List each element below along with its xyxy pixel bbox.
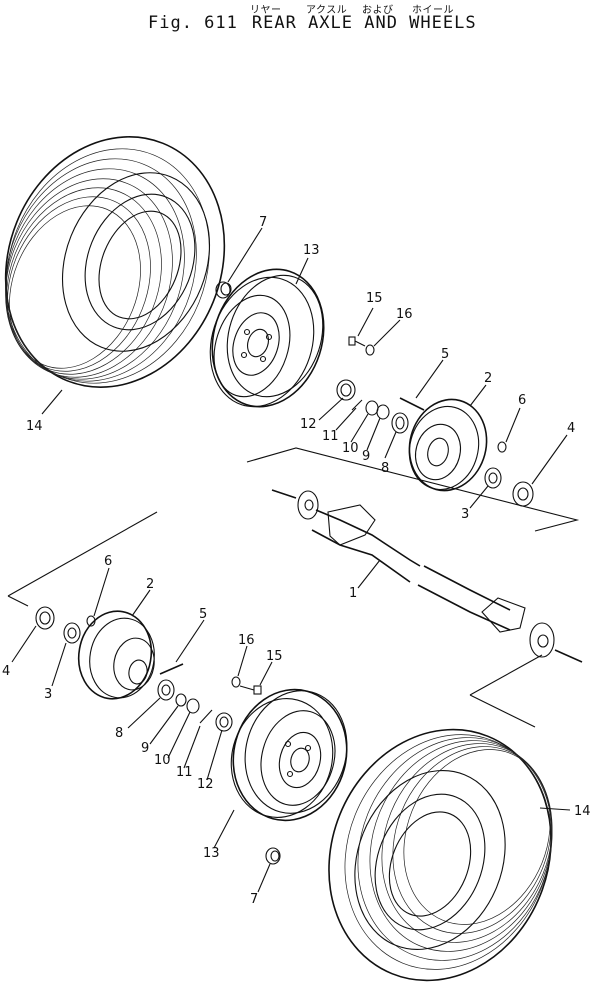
tire-bottom-right [328, 728, 553, 982]
callout-3-top: 3 [461, 507, 469, 522]
stud-bottom [159, 663, 184, 675]
callout-16-bottom: 16 [238, 633, 255, 648]
bearing-parts-top [484, 441, 534, 507]
bolt-washer-top [348, 336, 375, 356]
callout-12-bottom: 12 [197, 777, 214, 792]
callout-5-top: 5 [441, 347, 449, 362]
figure-caption: REAR AXLE AND WHEELS [251, 13, 477, 33]
callout-7-bottom: 7 [250, 892, 258, 907]
rim-bottom [230, 688, 348, 822]
callout-11-top: 11 [322, 429, 339, 444]
callout-8-bottom: 8 [115, 726, 123, 741]
kana-axle: アクスル [306, 5, 348, 16]
callout-10-top: 10 [342, 441, 359, 456]
callout-4-top: 4 [567, 421, 575, 436]
callout-16-top: 16 [396, 307, 413, 322]
callout-13-bottom: 13 [203, 846, 220, 861]
callout-5-bottom: 5 [199, 607, 207, 622]
callout-13-top: 13 [303, 243, 320, 258]
figure-header: リヤー アクスル および ホイール Fig. 611 REAR AXLE AND … [0, 0, 603, 40]
nut-top [215, 281, 232, 299]
callout-9-top: 9 [362, 449, 370, 464]
rear-axle [7, 447, 583, 728]
callout-2-bottom: 2 [146, 577, 154, 592]
nut-bottom [265, 847, 281, 865]
figure-title: Fig. 611 REAR AXLE AND WHEELS [148, 13, 477, 33]
callout-1: 1 [349, 586, 357, 601]
stud-top [399, 397, 425, 411]
callout-2-top: 2 [484, 371, 492, 386]
callout-14-bottom: 14 [574, 804, 591, 819]
rim-top [209, 268, 325, 408]
kana-and: および [362, 5, 394, 16]
hub-bottom [77, 610, 155, 700]
leader-lines [11, 227, 571, 893]
tire-top-left [4, 136, 226, 388]
callout-14-top: 14 [26, 419, 43, 434]
callout-6-top: 6 [518, 393, 526, 408]
callout-4-bottom: 4 [2, 664, 10, 679]
callout-11-bottom: 11 [176, 765, 193, 780]
callout-3-bottom: 3 [44, 687, 52, 702]
small-parts-bottom [157, 679, 233, 732]
kana-rear: リヤー [250, 5, 282, 16]
callout-9-bottom: 9 [141, 741, 149, 756]
callout-8-top: 8 [381, 461, 389, 476]
callout-10-bottom: 10 [154, 753, 171, 768]
bearing-parts-bottom [35, 606, 96, 644]
callout-labels: 7 13 14 15 16 5 2 12 11 10 9 8 6 3 4 1 6… [2, 215, 591, 907]
small-parts-top [336, 379, 409, 434]
callout-6-bottom: 6 [104, 554, 112, 569]
callout-7-top: 7 [259, 215, 267, 230]
kana-wheel: ホイール [412, 5, 454, 16]
callout-12-top: 12 [300, 417, 317, 432]
hub-top [408, 398, 488, 492]
callout-15-bottom: 15 [266, 649, 283, 664]
figure-number: Fig. 611 [148, 13, 238, 33]
callout-15-top: 15 [366, 291, 383, 306]
bolt-washer-bottom [231, 676, 262, 695]
